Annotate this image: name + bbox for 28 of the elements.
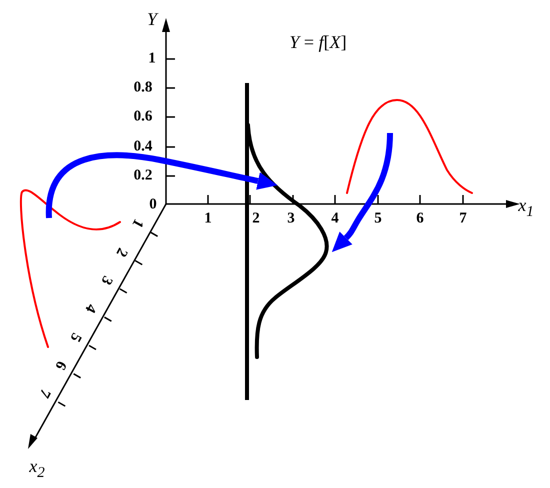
tick-label: 1 [148,52,156,66]
tick-label: 6 [416,212,424,226]
tick-label: 0.8 [134,80,152,96]
function-label: Y = f[X] [289,33,347,51]
tick-label: 2 [112,244,130,258]
tick-label: 7 [459,212,467,226]
axis-label: Y [147,10,157,28]
tick-label: 0.6 [134,110,152,124]
tick-label: 4 [82,301,99,316]
arrow [46,152,278,218]
tick-label: 6 [51,358,68,372]
tick-label: 7 [36,386,53,400]
tick-label: 0.4 [134,140,152,154]
output-distribution-curve [246,123,329,359]
input-distribution-curve [346,99,473,194]
tick-label: 1 [204,212,212,226]
tick-label: 2 [252,212,260,226]
tick-label: 5 [374,212,382,226]
tick-label: 0 [149,198,157,212]
tick-label: 3 [97,273,114,287]
axis-label: x$_{2}$ [29,457,45,481]
tick-label: 5 [66,330,84,344]
tick-label: 4 [331,212,339,226]
axis-label: x$_{1}$ [518,196,534,220]
tick-label: 1 [128,216,145,230]
arrow [332,132,393,252]
tick-label: 3 [287,212,295,226]
tick-label: 0.2 [134,168,152,184]
